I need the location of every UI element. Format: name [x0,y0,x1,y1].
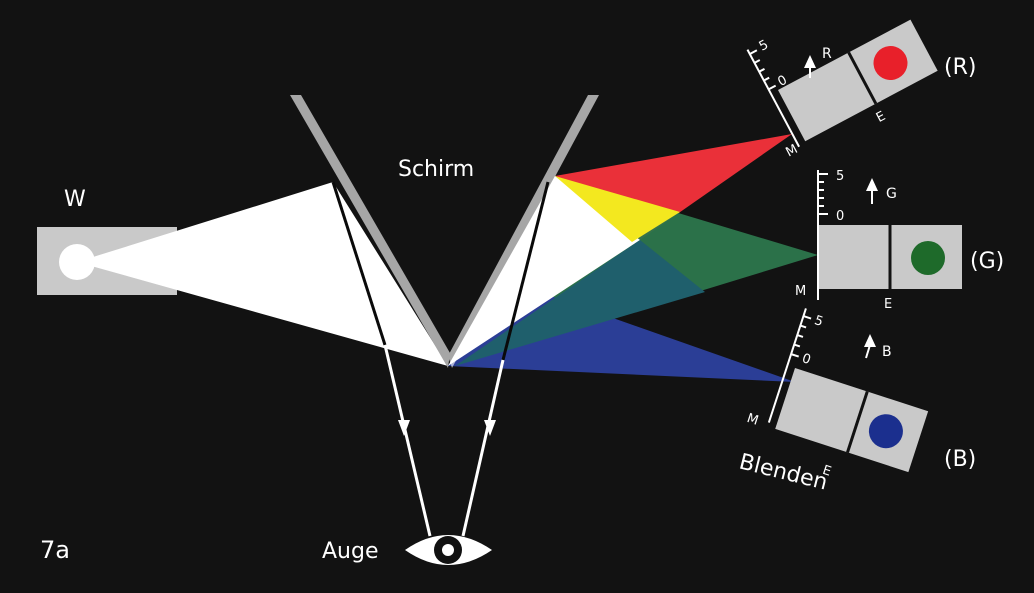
white-light-beam [77,182,448,366]
aperture-green-scale-zero: 0 [836,209,844,224]
aperture-red-e-label: E [874,109,888,126]
aperture-blue-scale-top: 5 [812,313,825,330]
left-ray-dark [331,181,387,346]
aperture-blue-plate [775,368,929,473]
aperture-red-plate [778,19,938,142]
aperture-blue-m-label: M [745,411,760,429]
aperture-red-arrow [804,55,816,68]
apertures-label: Blenden [737,450,831,496]
eye-label: Auge [322,539,379,564]
screen-left-panel [290,95,450,368]
aperture-blue-slit [846,391,869,453]
aperture-green: 5 0 G M E (G) [795,169,1004,312]
aperture-blue-filter [868,414,903,449]
aperture-green-name: (G) [970,249,1004,274]
aperture-blue-arrow-label: B [882,344,892,360]
aperture-green-e-label: E [884,297,892,312]
right-ray-light [461,359,505,537]
aperture-red-scale [746,49,800,148]
aperture-red-slit [847,51,878,105]
right-ray-dark [501,181,550,361]
aperture-green-scale-top: 5 [836,169,844,184]
aperture-red-filter [873,46,908,81]
aperture-blue-scale [767,308,807,423]
eye-pupil [442,544,454,556]
yellow-mix-area [555,176,680,242]
left-ray-light [383,344,432,537]
cyan-mix-area [455,240,705,366]
aperture-blue-arrow [864,334,876,347]
aperture-red-arrow-label: R [822,46,832,62]
aperture-green-filter [911,241,945,275]
aperture-red-indicator: R (R) [804,46,976,80]
aperture-red-scale-top: 5 [757,37,771,54]
viewing-rays [331,181,550,537]
screen-label: Schirm [398,157,474,182]
aperture-blue-scale-zero: 0 [800,351,813,368]
left-ray-arrowhead [398,420,410,436]
eye: Auge [322,535,492,565]
aperture-green-m-label: M [795,284,806,299]
blue-beam [448,280,795,382]
aperture-blue-name: (B) [944,447,976,472]
aperture-green-arrow-label: G [886,186,897,202]
figure-label: 7a [40,536,70,564]
lamp-label: W [64,187,86,212]
right-ray-arrowhead [484,420,496,436]
aperture-blue-indicator: B (B) [864,334,976,472]
aperture-green-arrow [866,178,878,191]
aperture-red-name: (R) [944,55,976,80]
